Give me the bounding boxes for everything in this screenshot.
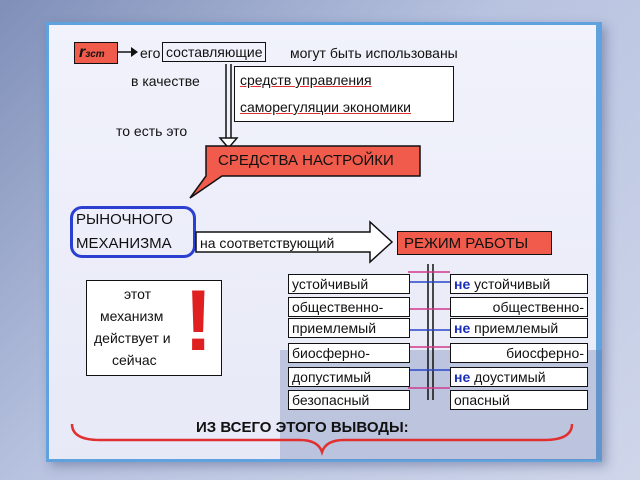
right-cell-6: опасный — [450, 390, 588, 410]
conclusion-brace — [70, 423, 574, 456]
line3-text: то есть это — [116, 123, 188, 139]
option-a: средств управления — [240, 72, 372, 88]
left-cell-2: общественно- — [288, 297, 410, 317]
left-cell-3: приемлемый — [288, 318, 410, 338]
right-cell-3: не приемлемый — [450, 318, 588, 338]
arrow-text: на соответствующий — [200, 235, 335, 251]
left-cell-6: безопасный — [288, 390, 410, 410]
negation-1: не — [454, 276, 471, 292]
right-cell-5: не доустимый — [450, 367, 588, 387]
negation-3: не — [454, 320, 471, 336]
right-word-3: приемлемый — [474, 320, 559, 336]
left-cell-5: допустимый — [288, 367, 410, 387]
exclamation-mark: ! — [184, 273, 213, 369]
symbol-sub: зст — [85, 49, 105, 60]
note-box — [86, 280, 222, 376]
option-b: саморегуляции экономики — [240, 99, 411, 115]
mode-box: РЕЖИМ РАБОТЫ — [397, 231, 552, 255]
symbol-main: r — [79, 44, 86, 61]
line1-lead: его — [140, 45, 161, 61]
right-cell-1: не устойчивый — [450, 274, 588, 294]
market-box — [70, 206, 196, 258]
right-cell-4: биосферно- — [450, 343, 588, 363]
conclusion-text: ИЗ ВСЕГО ЭТОГО ВЫВОДЫ: — [196, 419, 409, 436]
negation-5: не — [454, 369, 471, 385]
market-line1: РЫНОЧНОГО — [76, 211, 173, 228]
right-cell-2: общественно- — [450, 297, 588, 317]
market-line2: МЕХАНИЗМА — [76, 235, 172, 252]
line2-lead: в качестве — [131, 73, 200, 89]
left-cell-4: биосферно- — [288, 343, 410, 363]
right-word-5: доустимый — [474, 369, 546, 385]
note-text-1: этот — [124, 286, 151, 302]
line1-rest: могут быть использованы — [290, 45, 458, 61]
options-box — [234, 66, 454, 122]
note-text-2: механизм — [100, 308, 164, 324]
left-cell-1: устойчивый — [288, 274, 410, 294]
symbol-box: rзст — [74, 42, 118, 64]
note-text-3: действует и — [94, 330, 171, 346]
line1-boxed-term: составляющие — [162, 42, 267, 62]
note-text-4: сейчас — [112, 352, 157, 368]
tuning-box-label: СРЕДСТВА НАСТРОЙКИ — [218, 152, 394, 169]
right-word-1: устойчивый — [474, 276, 551, 292]
